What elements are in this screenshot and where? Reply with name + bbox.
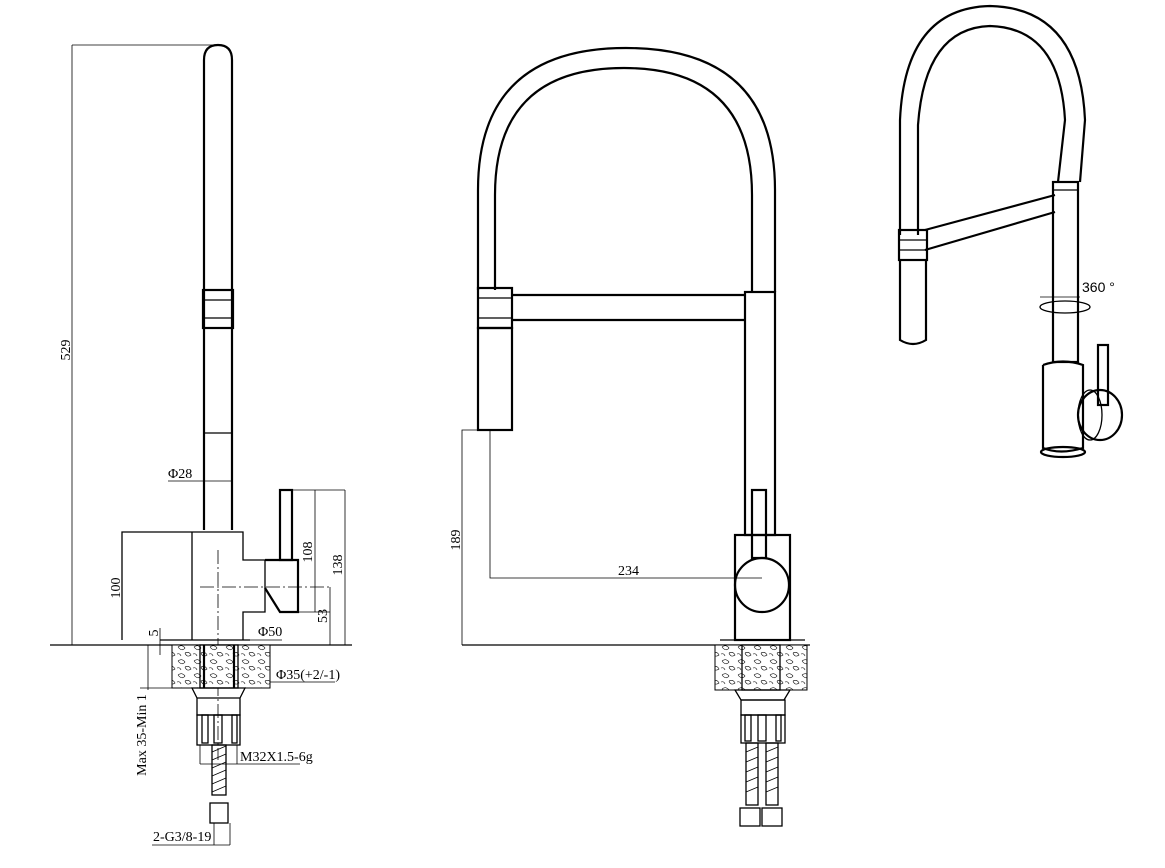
dim-base-diameter: Φ50: [258, 625, 282, 640]
mounting-nut: [740, 714, 786, 744]
dim-thread: M32X1.5-6g: [240, 750, 313, 765]
spray-collar: [201, 288, 235, 330]
dim-handle-total: 138: [331, 555, 346, 576]
dim-body-height: 100: [109, 578, 124, 599]
handle: [278, 488, 294, 562]
side-view: 529 Φ28 108 138 100 53 5 Φ50 Φ35(+2/-1) …: [50, 43, 352, 846]
faucet-body: [733, 533, 792, 642]
perspective-view: 360 °: [897, 4, 1124, 459]
faucet-body: [121, 531, 266, 640]
spray-head: [476, 326, 514, 432]
handle: [750, 488, 768, 560]
spout-column: [743, 290, 777, 537]
faucet-body: [1041, 360, 1085, 453]
front-view: 189 234: [449, 46, 810, 827]
dim-counter-thickness: Max 35-Min 1: [135, 694, 150, 776]
spray-collar: [897, 228, 929, 262]
lever-housing: [264, 558, 300, 614]
spout-column: [1051, 180, 1080, 364]
dim-handle-axis: 53: [316, 609, 331, 623]
dim-hose: 2-G3/8-19: [153, 830, 211, 845]
spray-collar: [476, 286, 514, 330]
arched-spout: [898, 4, 1087, 235]
dim-reach: 234: [618, 564, 639, 579]
mounting-nut: [196, 714, 241, 746]
dim-total-height: 529: [59, 340, 74, 361]
spray-head: [898, 260, 928, 346]
rotation-label: 360 °: [1082, 279, 1115, 295]
dim-handle-height: 108: [301, 542, 316, 563]
countertop-section: [714, 644, 808, 691]
supply-hose: [211, 744, 227, 796]
dim-base-ring: 5: [147, 630, 162, 637]
dim-spray-height: 189: [449, 530, 464, 551]
handle-hub: [1076, 388, 1124, 442]
countertop-section: [171, 644, 271, 689]
dim-spout-diameter: Φ28: [168, 467, 192, 482]
handle: [1096, 343, 1110, 407]
supply-hose-right: [765, 742, 779, 806]
dim-hole-diameter: Φ35(+2/-1): [276, 668, 340, 683]
arched-spout: [476, 46, 777, 292]
handle-hub: [733, 556, 791, 614]
spray-holder-bar: [924, 193, 1056, 252]
supply-hose-left: [745, 742, 759, 806]
spout-tube: [202, 43, 234, 530]
spray-holder-bar: [512, 293, 745, 322]
